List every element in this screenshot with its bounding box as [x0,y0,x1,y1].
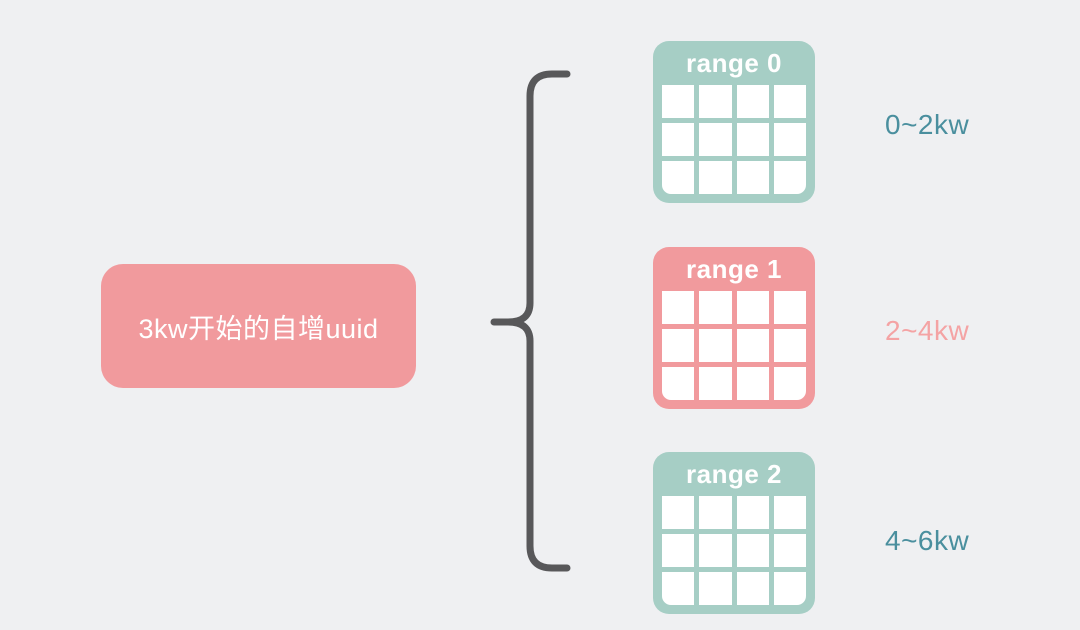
range-annotation: 0~2kw [885,44,969,206]
table-cell [773,85,806,118]
table-cell [699,572,732,605]
table-cell [662,367,695,400]
table-cell [736,367,769,400]
table-cell [699,161,732,194]
table-cell [699,85,732,118]
table-cell [662,534,695,567]
table-cell [662,572,695,605]
table-cell [699,367,732,400]
table-cell [773,534,806,567]
table-cell [773,329,806,362]
table-cell [736,161,769,194]
table-cell [736,123,769,156]
table-cell [736,496,769,529]
table-cell [773,367,806,400]
range-annotation: 2~4kw [885,250,969,412]
table-grid [653,85,815,203]
table-range-0: range 0 [653,41,815,203]
table-grid [653,496,815,614]
table-cell [773,572,806,605]
table-cell [662,85,695,118]
range-annotation-label: 0~2kw [885,109,970,140]
table-title: range 0 [686,47,782,78]
table-cell [736,534,769,567]
table-cell [699,291,732,324]
table-cell [773,123,806,156]
table-cell [773,161,806,194]
table-cell [699,329,732,362]
range-annotation-label: 4~6kw [885,525,970,556]
table-cell [736,572,769,605]
source-node: 3kw开始的自增uuid [101,264,416,388]
range-annotation: 4~6kw [885,460,969,622]
table-range-1: range 1 [653,247,815,409]
table-cell [736,291,769,324]
table-cell [773,496,806,529]
table-range-2: range 2 [653,452,815,614]
curly-brace-icon [490,70,571,572]
table-cell [736,85,769,118]
table-cell [662,161,695,194]
source-node-label: 3kw开始的自增uuid [138,313,379,344]
table-cell [699,496,732,529]
table-cell [773,291,806,324]
range-annotation-label: 2~4kw [885,315,970,346]
table-cell [662,329,695,362]
table-grid [653,291,815,409]
table-cell [699,123,732,156]
table-cell [662,123,695,156]
table-cell [736,329,769,362]
table-cell [699,534,732,567]
table-title: range 1 [686,253,782,284]
table-title: range 2 [686,458,782,489]
table-cell [662,291,695,324]
table-cell [662,496,695,529]
